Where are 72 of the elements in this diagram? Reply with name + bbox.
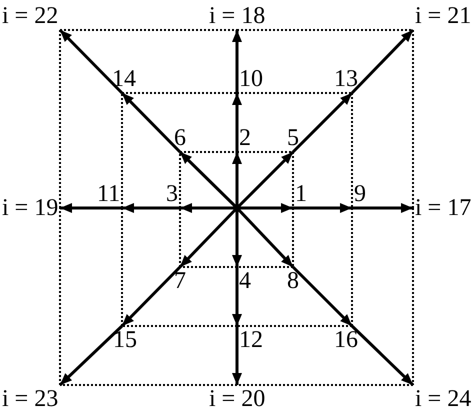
arrow — [232, 326, 242, 385]
dotted-line — [351, 93, 353, 208]
dotted-line — [60, 29, 237, 31]
point-label: i = 22 — [2, 4, 58, 28]
dotted-line — [179, 152, 181, 208]
arrow — [292, 266, 354, 328]
dotted-line — [122, 325, 237, 327]
arrow — [236, 206, 294, 268]
dotted-line — [237, 266, 293, 268]
arrow — [352, 203, 413, 213]
arrow — [237, 203, 293, 213]
dotted-line — [237, 325, 352, 327]
arrow — [180, 203, 237, 213]
arrow — [236, 150, 294, 210]
dotted-line — [180, 151, 237, 153]
point-label: i = 19 — [2, 196, 58, 220]
dotted-line — [237, 92, 352, 94]
point-label: 4 — [239, 269, 251, 293]
arrow — [232, 93, 242, 152]
dotted-line — [237, 29, 413, 31]
dotted-line — [237, 384, 413, 386]
arrow — [350, 28, 414, 94]
point-label: i = 21 — [415, 4, 472, 28]
arrow — [293, 203, 352, 213]
dotted-line — [351, 208, 353, 326]
point-label: 8 — [287, 269, 299, 293]
point-label: 2 — [239, 126, 251, 150]
dotted-line — [59, 30, 61, 208]
dotted-line — [60, 384, 237, 386]
point-label: 14 — [112, 67, 136, 91]
point-label: 9 — [354, 182, 366, 206]
point-label: 6 — [174, 126, 186, 150]
arrow — [232, 30, 242, 93]
dotted-line — [292, 208, 294, 267]
arrow — [122, 203, 180, 213]
arrow — [120, 92, 182, 154]
point-label: 3 — [166, 182, 178, 206]
point-label: i = 20 — [209, 387, 266, 411]
dotted-line — [179, 208, 181, 267]
dotted-line — [237, 151, 293, 153]
point-label: i = 18 — [209, 4, 266, 28]
arrow — [232, 267, 242, 326]
point-label: 5 — [287, 126, 299, 150]
point-label: i = 23 — [2, 387, 58, 411]
point-label: 16 — [334, 328, 358, 352]
point-label: 10 — [239, 67, 263, 91]
point-label: 12 — [239, 328, 263, 352]
point-label: i = 24 — [415, 387, 472, 411]
dotted-line — [122, 92, 237, 94]
dotted-line — [121, 208, 123, 326]
arrow — [58, 324, 124, 386]
dotted-line — [180, 266, 237, 268]
arrow — [232, 208, 242, 267]
point-label: i = 17 — [415, 196, 472, 220]
dotted-line — [59, 208, 61, 385]
arrow — [232, 152, 242, 208]
dotted-line — [292, 152, 294, 208]
arrow — [58, 28, 124, 94]
arrow — [120, 266, 182, 328]
dotted-line — [412, 30, 414, 208]
dotted-line — [412, 208, 414, 385]
dotted-line — [121, 93, 123, 208]
point-label: 1 — [295, 182, 307, 206]
arrow — [350, 324, 414, 386]
point-label: 7 — [174, 269, 186, 293]
arrow — [178, 150, 238, 210]
arrow — [178, 206, 238, 268]
point-label: 11 — [97, 182, 120, 206]
arrow — [292, 92, 354, 154]
point-label: 13 — [334, 67, 358, 91]
point-label: 15 — [113, 328, 137, 352]
arrow — [60, 203, 122, 213]
